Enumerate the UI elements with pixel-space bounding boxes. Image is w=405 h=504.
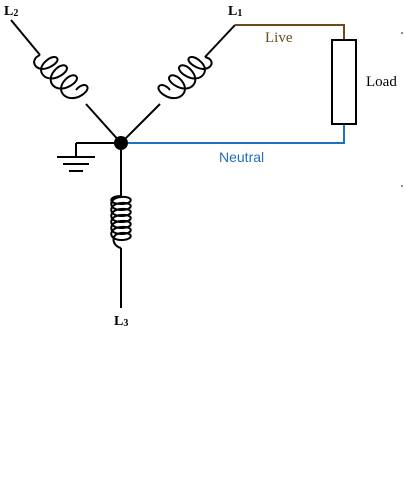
live-label: Live <box>265 30 293 46</box>
coil-l3 <box>110 195 132 249</box>
label-l2: L2 <box>4 4 18 19</box>
label-l2-main: L <box>4 4 13 19</box>
neutral-wire <box>128 124 345 144</box>
label-l1: L1 <box>228 4 242 19</box>
winding-l2 <box>10 19 122 144</box>
earth-symbol <box>57 142 114 172</box>
label-l3: L3 <box>114 314 128 329</box>
label-l2-sub: 2 <box>13 8 18 19</box>
star-point-node <box>114 136 128 150</box>
l2-lead-top <box>10 19 41 56</box>
load-label: Load <box>366 74 397 90</box>
coil-l2 <box>33 54 89 100</box>
margin-dot-top <box>401 32 403 34</box>
l1-lead-top <box>204 24 236 58</box>
l2-lead-bottom <box>85 103 122 144</box>
label-l1-sub: 1 <box>237 8 242 19</box>
margin-dot-bottom <box>401 185 403 187</box>
neutral-label: Neutral <box>219 149 264 165</box>
label-l3-sub: 3 <box>123 318 128 329</box>
live-wire <box>235 24 345 40</box>
load-resistor <box>331 39 357 125</box>
winding-l1 <box>120 24 236 144</box>
coil-l1 <box>157 56 213 100</box>
winding-l3 <box>110 143 132 308</box>
label-l3-main: L <box>114 314 123 329</box>
l1-lead-bottom <box>120 103 161 144</box>
label-l1-main: L <box>228 4 237 19</box>
